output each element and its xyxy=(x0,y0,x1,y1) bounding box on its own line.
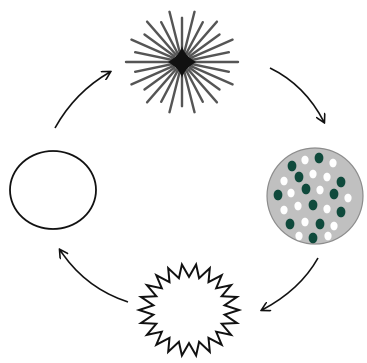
dark-spot xyxy=(309,233,318,244)
dark-spot xyxy=(316,219,325,230)
empty-circle-icon xyxy=(10,151,96,229)
light-spot xyxy=(309,170,316,179)
spiky-starburst-icon xyxy=(126,12,238,112)
dark-spot xyxy=(295,172,304,183)
light-spot xyxy=(280,206,287,215)
dark-spot xyxy=(315,153,324,164)
light-spot xyxy=(301,218,308,227)
dark-spot xyxy=(302,184,311,195)
light-spot xyxy=(323,205,330,214)
light-spot xyxy=(323,173,330,182)
arrow-disc-to-ring xyxy=(262,258,318,310)
dark-spot xyxy=(286,219,295,230)
light-spot xyxy=(295,232,302,241)
dark-spot xyxy=(330,189,339,200)
light-spot xyxy=(280,177,287,186)
zigzag-ring-outline xyxy=(139,265,239,356)
arrow-circle-to-starburst xyxy=(55,72,110,128)
light-spot xyxy=(330,222,337,231)
light-spot xyxy=(301,156,308,165)
light-spot xyxy=(344,194,351,203)
light-spot xyxy=(294,202,301,211)
empty-circle-outline xyxy=(10,151,96,229)
arrow-ring-to-circle xyxy=(60,250,128,302)
dark-spot xyxy=(337,207,346,218)
dark-spot xyxy=(337,177,346,188)
arrow-starburst-to-disc xyxy=(270,68,324,122)
light-spot xyxy=(287,189,294,198)
zigzag-ring-icon xyxy=(139,265,239,356)
spotted-gray-disc-icon xyxy=(267,148,363,244)
dark-spot xyxy=(288,161,297,172)
light-spot xyxy=(324,232,331,241)
light-spot xyxy=(316,186,323,195)
dark-spot xyxy=(274,190,283,201)
light-spot xyxy=(329,159,336,168)
dark-spot xyxy=(309,200,318,211)
